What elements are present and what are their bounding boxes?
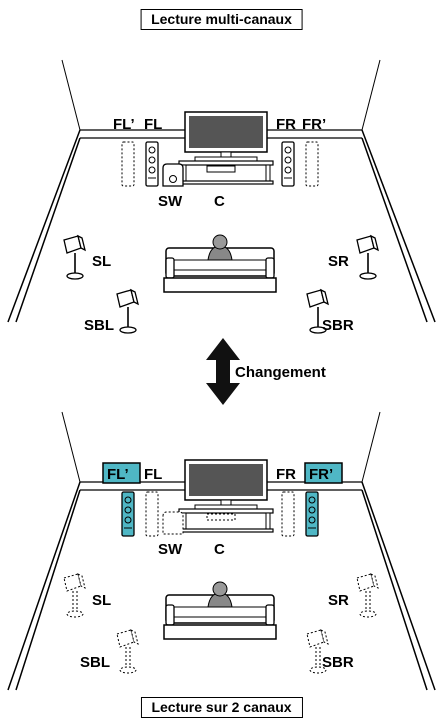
label-sw-bottom: SW (158, 541, 183, 558)
tv-icon (178, 111, 274, 185)
av-receiver-icon-bottom (206, 513, 236, 521)
label-fr-height-bottom: FR’ (309, 466, 333, 483)
subwoofer-icon-bottom (162, 511, 184, 535)
label-fl-height-bottom: FL’ (107, 466, 129, 483)
label-sl-bottom: SL (92, 592, 111, 609)
label-sbl: SBL (84, 317, 114, 334)
av-receiver-icon (206, 165, 236, 173)
double-arrow-icon (206, 338, 240, 405)
room-top (7, 59, 436, 323)
label-fl-bottom: FL (144, 466, 162, 483)
highlight-fl-height (102, 462, 141, 484)
speaker-sbl-inactive (116, 629, 139, 674)
speaker-fr-inactive (281, 491, 295, 537)
label-fr-bottom: FR (276, 466, 296, 483)
speaker-sr (356, 235, 379, 280)
speaker-sl-inactive (63, 573, 86, 618)
title-multichannel: Lecture multi-canaux (140, 9, 303, 30)
label-sr-bottom: SR (328, 592, 349, 609)
subwoofer-icon (162, 163, 184, 187)
label-sbl-bottom: SBL (80, 654, 110, 671)
highlight-fr-height (304, 462, 343, 484)
title-two-channel: Lecture sur 2 canaux (140, 697, 303, 718)
speaker-fr-height (305, 141, 319, 187)
sofa-icon-bottom (163, 581, 277, 640)
tv-icon-bottom (178, 459, 274, 533)
speaker-fr (281, 141, 295, 187)
label-sl: SL (92, 253, 111, 270)
speaker-fl-inactive (145, 491, 159, 537)
label-sw: SW (158, 193, 183, 210)
label-fr-height: FR’ (302, 116, 326, 133)
label-sr: SR (328, 253, 349, 270)
label-fl: FL (144, 116, 162, 133)
label-sbr-bottom: SBR (322, 654, 354, 671)
speaker-sl (63, 235, 86, 280)
speaker-sr-inactive (356, 573, 379, 618)
speaker-fr-height-active (305, 491, 319, 537)
speaker-fl-height (121, 141, 135, 187)
speaker-fl (145, 141, 159, 187)
speaker-sbl (116, 289, 139, 334)
speaker-fl-height-active (121, 491, 135, 537)
label-c-bottom: C (214, 541, 225, 558)
sofa-icon (163, 234, 277, 293)
label-fl-height: FL’ (113, 116, 135, 133)
arrow-label: Changement (235, 364, 326, 381)
label-sbr: SBR (322, 317, 354, 334)
label-c: C (214, 193, 225, 210)
label-fr: FR (276, 116, 296, 133)
